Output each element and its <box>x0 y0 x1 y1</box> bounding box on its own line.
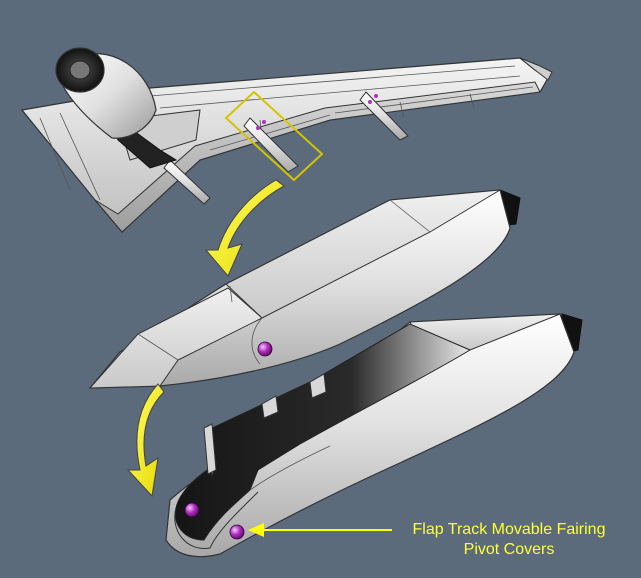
wing-fairing-inboard <box>163 159 211 205</box>
pivot-cover-icon <box>257 341 273 357</box>
wing-fairing-outboard <box>359 91 409 141</box>
callout-label: Flap Track Movable Fairing Pivot Covers <box>380 520 638 560</box>
highlight-box <box>224 90 324 182</box>
wing-panel-lines <box>39 65 534 201</box>
fairing-open-interior <box>174 323 472 541</box>
wing-flaps <box>94 81 541 233</box>
fairing-closed <box>88 189 521 389</box>
wing <box>20 47 553 233</box>
curved-arrow-icon <box>126 383 165 498</box>
callout-line-1: Flap Track Movable Fairing <box>412 521 606 538</box>
wingtip <box>519 57 553 81</box>
callout-line-2: Pivot Covers <box>463 541 555 558</box>
wing-fairing-middle <box>243 117 299 173</box>
fairing-open-body <box>165 313 575 558</box>
pivot-cover-icon <box>229 524 245 540</box>
callout-pointer <box>248 523 392 537</box>
fairing-open <box>165 313 583 558</box>
pivot-cover-icon <box>184 502 200 518</box>
curved-arrow-icon <box>204 179 285 277</box>
